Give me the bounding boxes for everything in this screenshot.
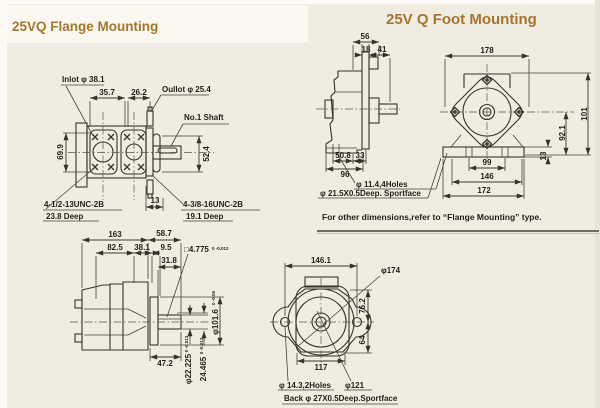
spotface-label: φ 21.5X0.5Deep. Sportface <box>320 189 421 198</box>
flange-diameter-label: φ174 <box>381 266 401 275</box>
inlet-label: Inlot φ 38.1 <box>62 75 105 84</box>
holes-label: φ 14.3,2Holes <box>279 381 332 390</box>
dim-c: 9.5 <box>160 243 172 252</box>
side-boss-upper <box>74 299 83 309</box>
dim-f: 96 <box>341 170 350 179</box>
dim-bolt-span: 146.1 <box>311 256 332 265</box>
dim-height-center: 92.1 <box>558 125 567 141</box>
title-band <box>6 5 308 43</box>
key-width-label: □4.775 <box>184 245 209 254</box>
bolt-circle-label: φ121 <box>345 381 365 390</box>
dim-port-width-1: 35.7 <box>99 88 115 97</box>
key-height-tolerance: 0 -0.013 <box>199 337 204 354</box>
dim-slot-span: 99 <box>483 158 492 167</box>
outlet-label: Oullot φ 25.4 <box>162 85 211 94</box>
shaft-keyway <box>157 147 178 154</box>
mounting-flange-outline <box>272 288 372 353</box>
inlet-port-face <box>89 129 118 175</box>
pilot-circle <box>462 87 512 137</box>
dim-c: 41 <box>378 45 387 54</box>
extension-lines <box>442 59 591 199</box>
scan-edge-left <box>0 0 7 408</box>
pilot-tolerance: 0 -0.05 <box>211 291 216 306</box>
dim-b: 38.1 <box>134 243 150 252</box>
pump-body-profile <box>81 281 149 351</box>
dim-base-width: 172 <box>477 186 491 195</box>
dim-bolt-span: 146 <box>480 172 494 181</box>
dim-b: 18 <box>362 45 371 54</box>
side-boss-lower <box>74 333 83 343</box>
top-port-boss <box>304 276 339 288</box>
thread-depth-right: 19.1 Deep <box>186 212 223 221</box>
flange-profile-view: 163 58.7 82.5 38.1 9.5 □4.775 0 -0.012 3… <box>70 229 229 384</box>
centerlines <box>68 112 214 200</box>
scan-edge-top <box>0 0 600 4</box>
body-behind-lines <box>463 73 511 88</box>
dim-a: 56 <box>361 32 370 41</box>
dim-width: 178 <box>480 46 494 55</box>
dim-shaft-diameter: φ22.225 <box>184 353 193 384</box>
shaft-label: No.1 Shaft <box>184 113 224 122</box>
footnote: For other dimensions,refer to “Flange Mo… <box>322 212 542 222</box>
foot-side-view: 56 18 41 50.8 33 96 φ 11.4,4Holes φ 21.5… <box>316 32 448 199</box>
dim-port-width-2: 26.2 <box>131 88 147 97</box>
foot-front-view: 178 101 92.1 13 99 146 172 <box>440 46 591 199</box>
dim-height-left: 69.9 <box>56 144 65 160</box>
thread-spec-left: 4-1/2-13UNC-2B <box>44 200 104 209</box>
dim-key-height: 24.465 <box>199 356 208 381</box>
dim-e: 33 <box>356 151 365 160</box>
dim-foot-height: 13 <box>539 151 548 160</box>
back-spotface-note: Back φ 27X0.5Deep.Sportface <box>284 394 398 403</box>
dim-a: 82.5 <box>107 243 123 252</box>
dim-bottom-height: 64 <box>358 335 367 344</box>
dim-top-height: 76.2 <box>358 298 367 314</box>
pump-body-profile <box>325 70 362 154</box>
dim-pilot-diameter: φ101.6 <box>211 309 220 335</box>
dim-e: 47.2 <box>157 359 173 368</box>
dim-d: 50.8 <box>335 151 351 160</box>
title-foot-mounting: 25V Q Foot Mounting <box>386 11 537 28</box>
extension-and-leader-lines <box>81 243 224 361</box>
flange-side-view: Inlot φ 38.1 35.7 26.2 Oullot φ 25.4 No.… <box>43 75 260 222</box>
dim-offset: 13 <box>151 196 160 205</box>
flange-front-view: 146.1 φ174 76.2 64 117 φ 14.3,2Holes φ12… <box>270 256 401 405</box>
centerlines <box>270 278 374 368</box>
shaft-diameter-tolerance: 0 -0.013 <box>184 335 189 352</box>
thread-spec-right: 4-3/8-16UNC-2B <box>183 200 243 209</box>
dim-shaft-height: 52.4 <box>202 146 211 162</box>
title-flange-mounting: 25VQ Flange Mounting <box>12 19 158 34</box>
holes-label: φ 11.4,4Holes <box>356 180 408 189</box>
dim-height-total: 101 <box>580 107 589 121</box>
thread-depth-left: 23.8 Deep <box>46 212 83 221</box>
key-width-tolerance: 0 -0.012 <box>212 246 229 251</box>
centerlines <box>440 64 574 162</box>
scan-edge-right <box>595 0 600 408</box>
foot-detail-lines <box>450 134 524 157</box>
dim-body-length: 163 <box>108 230 122 239</box>
dim-d: 31.8 <box>161 256 177 265</box>
foot-base <box>442 146 525 158</box>
bottom-port-cap <box>147 193 153 199</box>
cartridge-lines <box>84 308 181 336</box>
dim-width: 117 <box>315 363 328 372</box>
dim-shaft-length: 58.7 <box>156 229 172 238</box>
